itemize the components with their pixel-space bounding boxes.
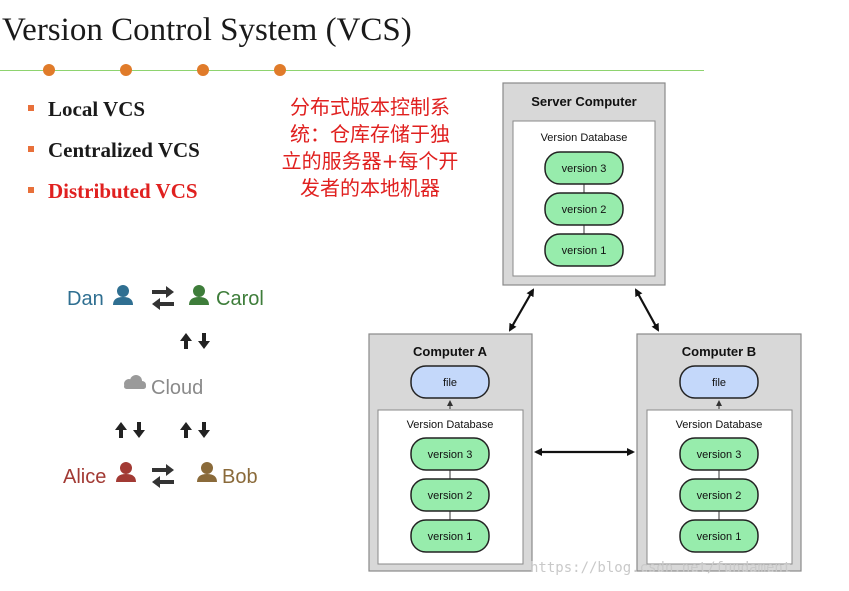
carol-user-icon <box>189 285 209 305</box>
alice-label: Alice <box>63 466 106 488</box>
rule-dot <box>197 64 209 76</box>
version-node: version 2 <box>544 192 624 226</box>
bullet-label: Distributed VCS <box>48 179 198 203</box>
svg-text:version 2: version 2 <box>697 490 742 502</box>
note-line: 立的服务器+每个开 <box>281 149 459 173</box>
cloud-label: Cloud <box>151 377 203 399</box>
svg-text:version 3: version 3 <box>697 449 742 461</box>
dan-user-icon <box>113 285 133 305</box>
svg-text:version 1: version 1 <box>428 531 473 543</box>
version-node: version 1 <box>410 519 490 553</box>
svg-text:file: file <box>443 377 457 389</box>
svg-text:version 3: version 3 <box>562 163 607 175</box>
sync-arrow-server-a <box>509 288 534 332</box>
carol-label: Carol <box>216 288 264 310</box>
computer-b-title: Computer B <box>682 344 756 359</box>
bullet-label: Local VCS <box>48 97 146 121</box>
note-line: 分布式版本控制系 <box>290 95 450 119</box>
version-node: version 3 <box>410 437 490 471</box>
vcs-type-list: Local VCS Centralized VCS Distributed VC… <box>28 95 200 218</box>
version-node: version 3 <box>679 437 759 471</box>
svg-text:version 2: version 2 <box>428 490 473 502</box>
computer-a-db-label: Version Database <box>407 419 494 431</box>
swap-arrows-icon <box>152 464 174 488</box>
bullet-distributed-vcs: Distributed VCS <box>28 177 200 218</box>
bullet-marker <box>28 187 34 193</box>
version-node: version 1 <box>544 233 624 267</box>
rule-dot <box>274 64 286 76</box>
bullet-local-vcs: Local VCS <box>28 95 200 136</box>
bullet-centralized-vcs: Centralized VCS <box>28 136 200 177</box>
svg-text:file: file <box>712 377 726 389</box>
version-node: version 1 <box>679 519 759 553</box>
distributed-vcs-note: 分布式版本控制系 统：仓库存储于独 立的服务器+每个开 发者的本地机器 <box>265 94 475 202</box>
note-line: 发者的本地机器 <box>300 176 440 200</box>
version-node: version 3 <box>544 151 624 185</box>
dan-label: Dan <box>67 288 104 310</box>
note-line: 统：仓库存储于独 <box>290 122 450 146</box>
svg-text:version 1: version 1 <box>697 531 742 543</box>
computer-a-title: Computer A <box>413 344 488 359</box>
bullet-marker <box>28 146 34 152</box>
cloud-icon <box>124 375 146 389</box>
watermark: https://blog.csdn.net/fundament <box>530 560 792 576</box>
rule-dot <box>120 64 132 76</box>
bob-user-icon <box>197 462 217 482</box>
svg-text:version 1: version 1 <box>562 245 607 257</box>
file-node: file <box>679 365 759 399</box>
computer-a: Computer A file Version Database version… <box>368 333 533 572</box>
computer-b-db-label: Version Database <box>676 419 763 431</box>
server-title: Server Computer <box>531 94 636 109</box>
svg-text:version 3: version 3 <box>428 449 473 461</box>
swap-arrows-icon <box>152 286 174 310</box>
svg-text:version 2: version 2 <box>562 204 607 216</box>
sync-arrows-icon <box>180 333 210 349</box>
title-rule <box>0 70 704 71</box>
computer-b: Computer B file Version Database version… <box>636 333 802 572</box>
version-node: version 2 <box>679 478 759 512</box>
version-node: version 2 <box>410 478 490 512</box>
slide-title: Version Control System (VCS) <box>2 12 412 48</box>
sync-arrow-server-b <box>635 288 659 332</box>
sync-arrows-icon <box>115 422 145 438</box>
rule-dot <box>43 64 55 76</box>
bullet-label: Centralized VCS <box>48 138 200 162</box>
bullet-marker <box>28 105 34 111</box>
server-db-label: Version Database <box>541 132 628 144</box>
file-node: file <box>410 365 490 399</box>
alice-user-icon <box>116 462 136 482</box>
server-computer: Server Computer Version Database version… <box>502 82 666 286</box>
sync-arrows-icon <box>180 422 210 438</box>
bob-label: Bob <box>222 466 258 488</box>
